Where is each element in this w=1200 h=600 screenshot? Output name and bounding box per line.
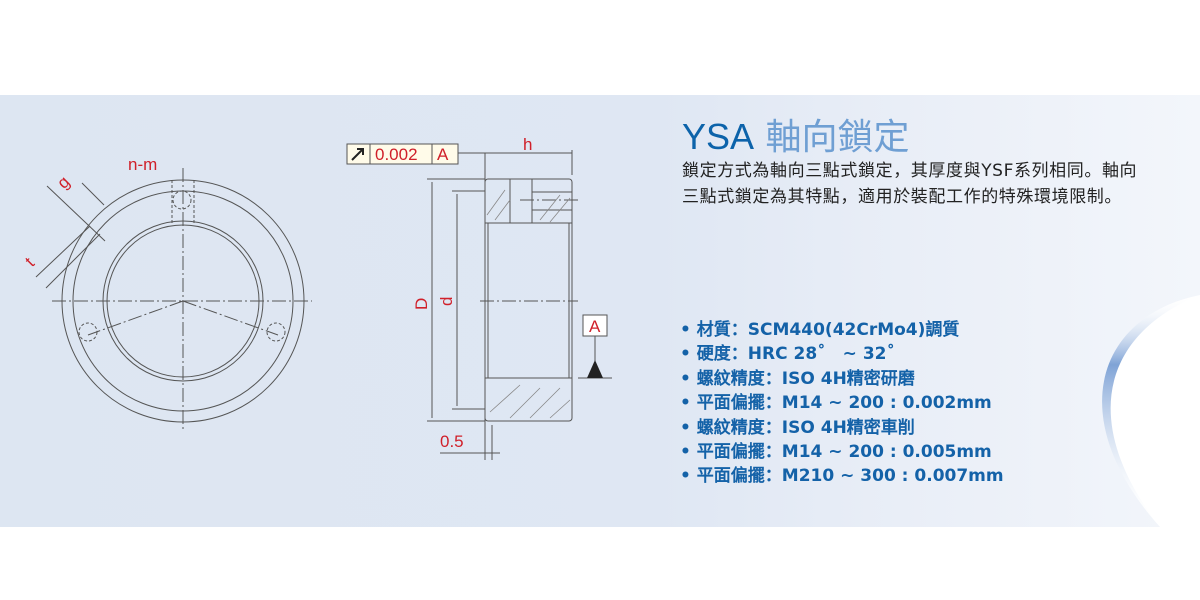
label-D: D	[412, 298, 431, 310]
label-t: t	[21, 254, 38, 271]
label-offset: 0.5	[440, 432, 464, 451]
spec-item: 螺紋精度：ISO 4H精密車削	[680, 416, 1004, 440]
front-view	[35, 168, 312, 432]
technical-drawing: n-m g t 0.002 A h D d A 0.5	[21, 135, 612, 460]
label-datum-ref: A	[437, 145, 449, 164]
label-nm: n-m	[128, 155, 157, 174]
spec-item: 硬度：HRC 28˚ ~ 32˚	[680, 342, 1004, 366]
label-d: d	[437, 297, 456, 306]
label-tolerance: 0.002	[375, 145, 418, 164]
spec-list: 材質：SCM440(42CrMo4)調質 硬度：HRC 28˚ ~ 32˚ 螺紋…	[680, 318, 1004, 489]
label-g: g	[53, 172, 73, 192]
spec-item: 螺紋精度：ISO 4H精密研磨	[680, 367, 1004, 391]
description: 鎖定方式為軸向三點式鎖定，其厚度與YSF系列相同。軸向三點式鎖定為其特點，適用於…	[682, 161, 1138, 207]
title-name: 軸向鎖定	[765, 117, 910, 158]
spec-item: 平面偏擺：M210 ~ 300 : 0.007mm	[680, 464, 1004, 488]
side-view	[346, 143, 612, 460]
page-title: YSA 軸向鎖定	[682, 108, 910, 160]
label-h: h	[523, 135, 532, 154]
label-datum: A	[589, 317, 601, 336]
spec-item: 材質：SCM440(42CrMo4)調質	[680, 318, 1004, 342]
spec-item: 平面偏擺：M14 ~ 200 : 0.005mm	[680, 440, 1004, 464]
title-code: YSA	[682, 116, 755, 157]
spec-item: 平面偏擺：M14 ~ 200 : 0.002mm	[680, 391, 1004, 415]
decorative-swoosh	[1102, 295, 1200, 527]
